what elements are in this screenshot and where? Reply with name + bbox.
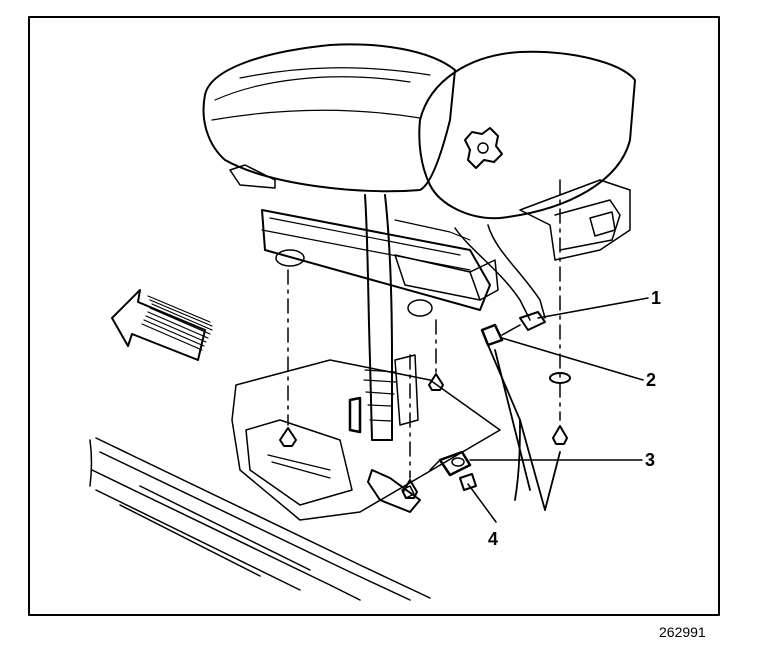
seat-back-bracket <box>519 179 631 261</box>
front-direction-arrow-icon <box>111 289 213 361</box>
washer <box>549 372 571 384</box>
seat-belt-buckle-strap <box>348 194 419 441</box>
callout-2: 2 <box>646 370 657 390</box>
door-sill <box>89 437 431 601</box>
bolt-center <box>428 319 444 391</box>
fastener-3 <box>429 450 472 477</box>
connector-2 <box>480 323 504 347</box>
belt-anchor-plate <box>367 469 421 513</box>
bolt-right <box>549 179 571 445</box>
bolt-front <box>402 354 418 499</box>
wire-lead <box>487 344 561 511</box>
floor-panel <box>231 359 501 521</box>
leader-lines <box>467 297 649 523</box>
seat-rail <box>229 164 499 317</box>
figure-number: 262991 <box>659 624 706 640</box>
figure-border <box>28 16 720 616</box>
callout-1: 1 <box>651 288 662 308</box>
callout-3: 3 <box>645 450 656 470</box>
callout-4: 4 <box>488 529 499 549</box>
wire-harness <box>454 224 546 347</box>
bolt-left <box>279 269 297 447</box>
fastener-4 <box>459 473 477 491</box>
seat-back <box>418 50 636 220</box>
recline-knob-icon <box>464 127 503 169</box>
seat-cushion <box>202 43 456 193</box>
